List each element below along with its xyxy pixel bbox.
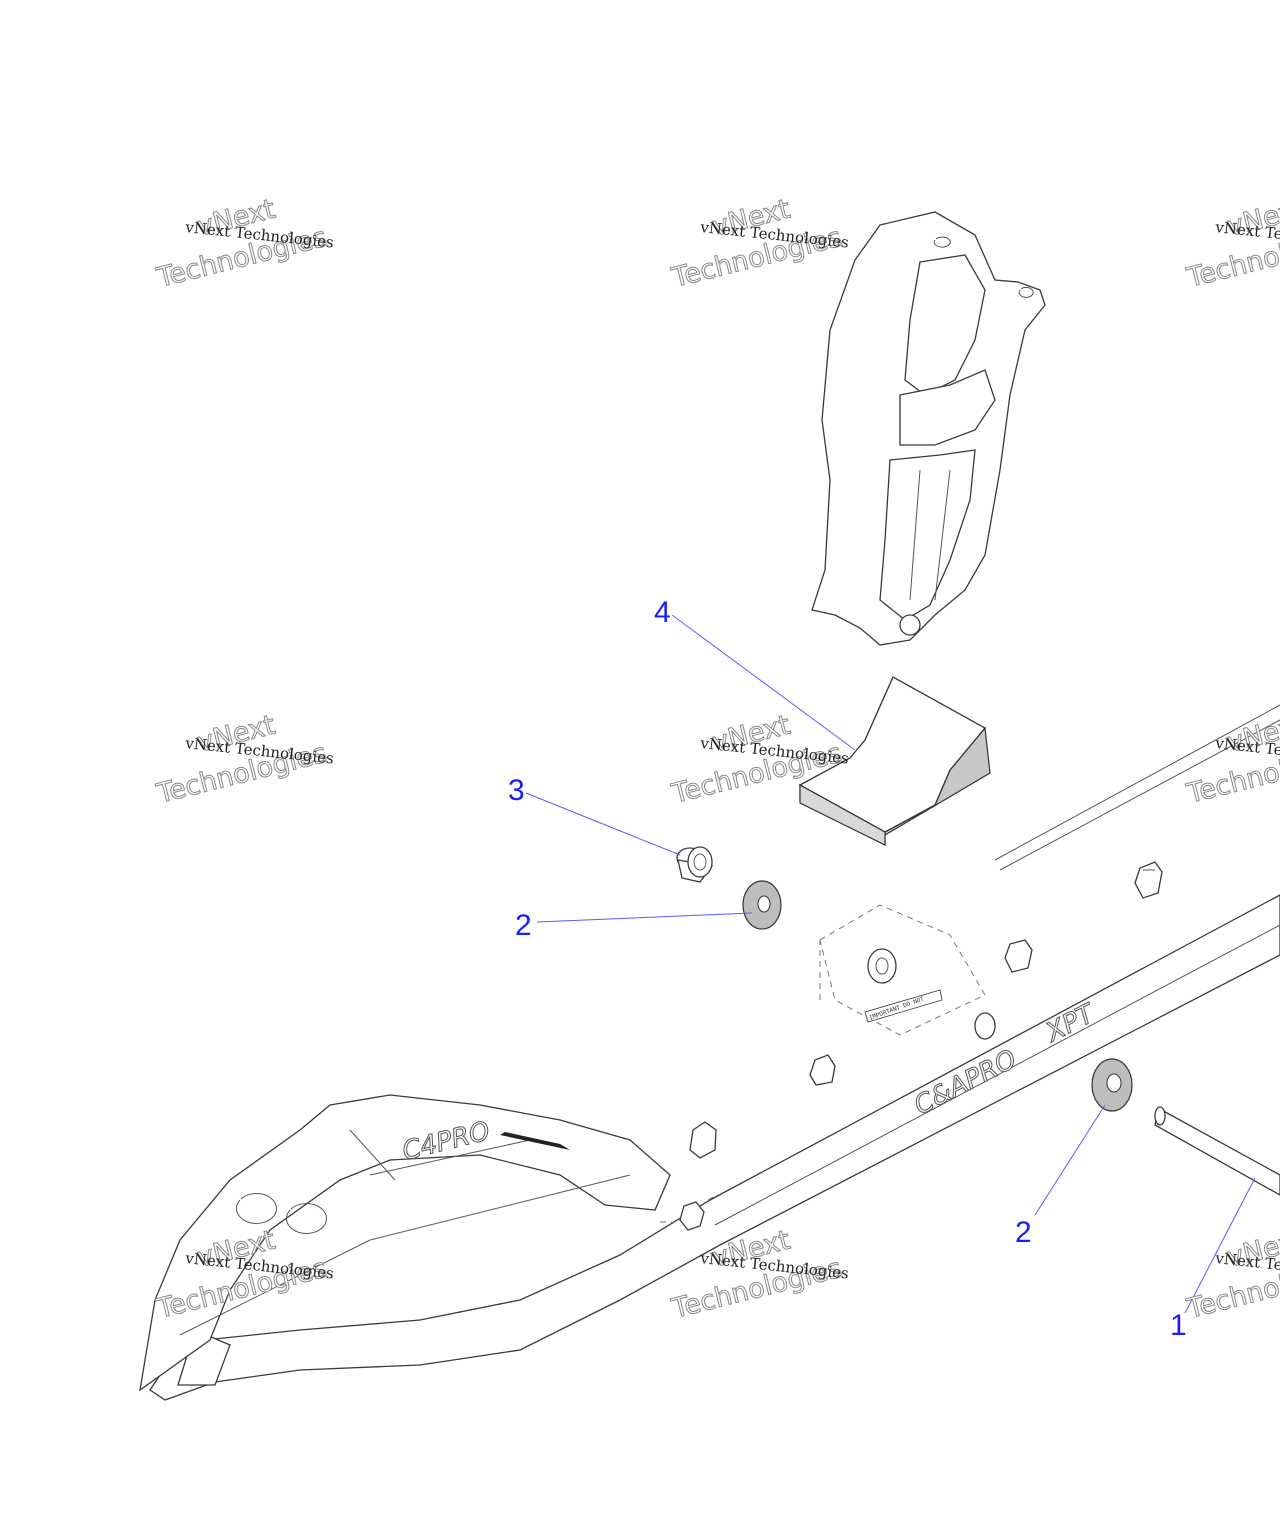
callouts: 4 3 2 2 1 xyxy=(508,596,1187,1342)
bushing xyxy=(676,846,714,883)
stud-nut-front xyxy=(689,1121,717,1159)
callout-3: 3 xyxy=(508,774,525,807)
callout-4: 4 xyxy=(654,596,671,629)
stud-nut-tip xyxy=(660,1193,719,1231)
axle-bolt xyxy=(1154,1106,1280,1196)
callout-2-lower: 2 xyxy=(1015,1216,1032,1249)
stud-nut-left xyxy=(809,1054,836,1086)
stud-nut-right xyxy=(1134,861,1163,899)
washer-lower xyxy=(1091,1058,1133,1112)
callout-1: 1 xyxy=(1170,1309,1187,1342)
leader-lines xyxy=(525,614,1256,1314)
ski-body: IMPORTANT DO NOT C&APRO XPT C4PRO xyxy=(139,704,1280,1401)
callout-2-upper: 2 xyxy=(515,909,532,942)
wedge-block xyxy=(798,676,991,846)
stud-nut-mid xyxy=(1004,939,1033,973)
washer-upper xyxy=(742,880,782,930)
spindle-bracket xyxy=(811,211,1046,646)
